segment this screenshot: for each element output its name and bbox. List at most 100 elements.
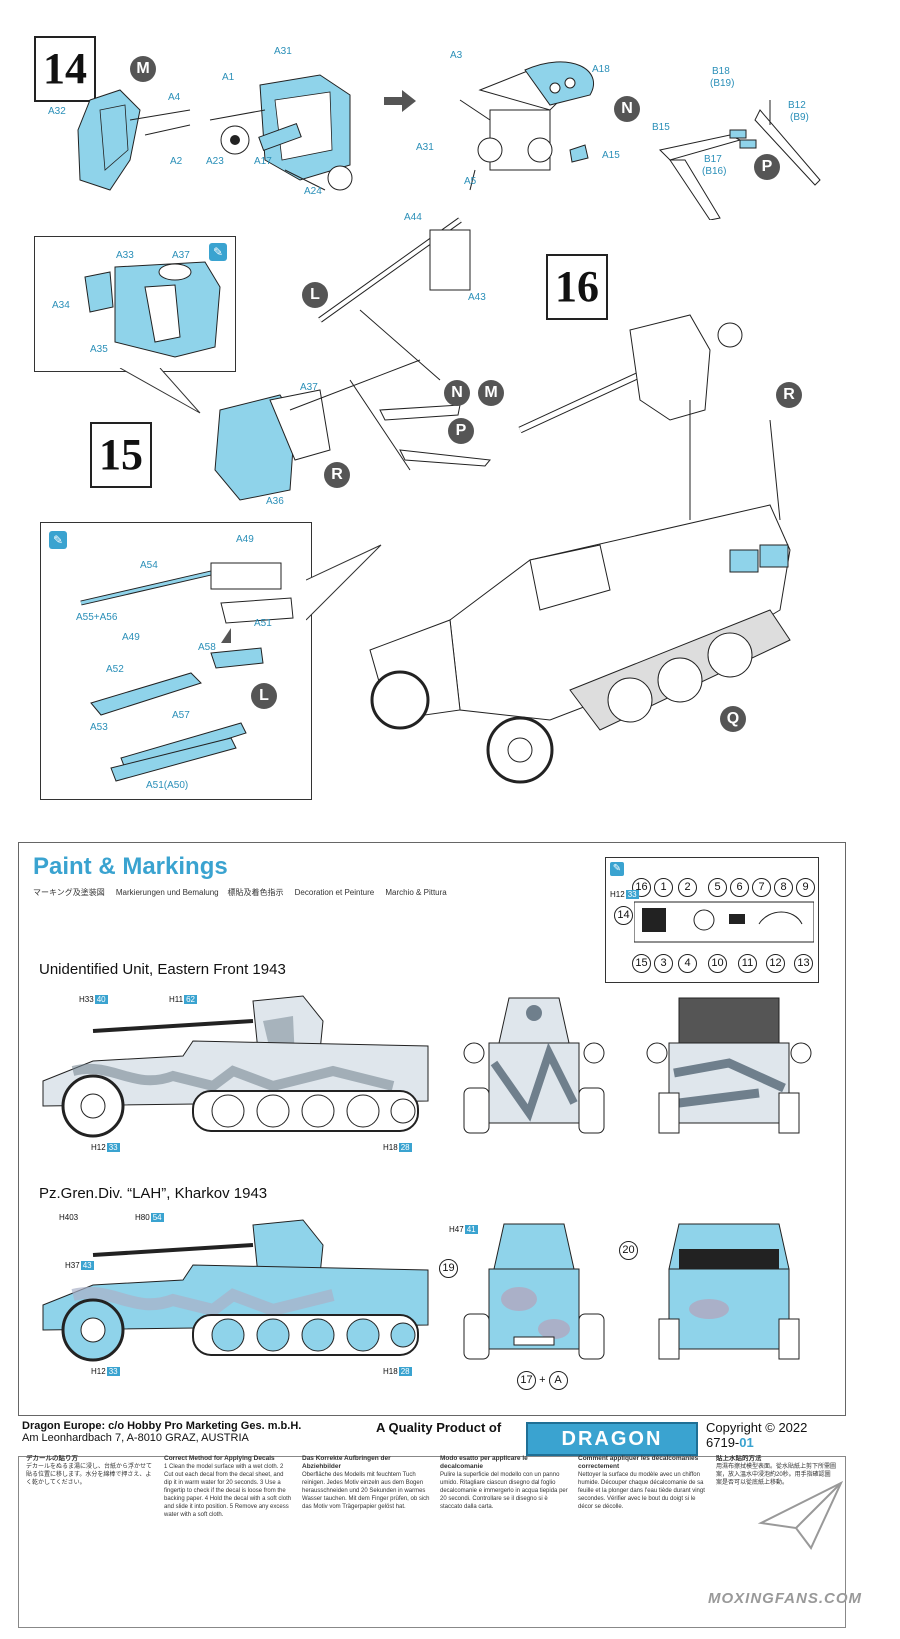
- paper-plane-icon: [757, 1480, 844, 1550]
- instruction-it: Modo esatto per applicare le decalcomani…: [440, 1455, 568, 1621]
- label-A53: A53: [90, 722, 108, 733]
- decal-7: 7: [752, 878, 771, 897]
- instruction-de-body: Oberfläche des Modells mit feuchtem Tuch…: [302, 1472, 430, 1510]
- copyright: Copyright © 2022 6719-01: [706, 1420, 807, 1450]
- label-A15: A15: [602, 150, 620, 161]
- europe-address: Dragon Europe: c/o Hobby Pro Marketing G…: [22, 1420, 301, 1444]
- label-A37b: A37: [300, 382, 318, 393]
- label-B17: B17: [704, 154, 722, 165]
- instruction-it-body: Pulire la superficie del modello con un …: [440, 1472, 568, 1510]
- scheme-2-rear-view: [658, 1223, 800, 1360]
- subtitle-cn: 標貼及着色指示: [227, 888, 284, 897]
- decal-13: 13: [794, 954, 813, 973]
- subtitle-de: Markierungen und Bemalung: [115, 888, 219, 897]
- label-A36: A36: [266, 496, 284, 507]
- label-A44: A44: [404, 212, 422, 223]
- decal-2: 2: [678, 878, 697, 897]
- watermark-text: MOXINGFANS.COM: [708, 1590, 863, 1607]
- label-A3: A3: [450, 50, 463, 61]
- label-A52: A52: [106, 664, 124, 675]
- decal-11: 11: [738, 954, 757, 973]
- label-A4: A4: [168, 92, 181, 103]
- label-A58: A58: [198, 642, 216, 653]
- label-A49: A49: [236, 534, 254, 545]
- instruction-en: Correct Method for Applying Decals 1 Cle…: [164, 1455, 292, 1621]
- label-A24: A24: [304, 186, 322, 197]
- step-15-callout-panel: ✎: [34, 236, 236, 372]
- step-15-diagram: [214, 217, 491, 501]
- decal-5: 5: [708, 878, 727, 897]
- subtitle-jp: マーキング及塗装図: [33, 888, 105, 897]
- label-A17: A17: [254, 156, 272, 167]
- label-B9: (B9): [790, 112, 809, 123]
- paint-markings-panel: Paint & Markings マーキング及塗装図 Markierungen …: [18, 842, 846, 1416]
- decal-20-callout: 20: [619, 1241, 638, 1260]
- subassembly-p-marker: P: [754, 154, 780, 180]
- instruction-fr: Comment appliquer les décalcomanies corr…: [578, 1455, 706, 1621]
- scheme-2-side-view: [42, 1219, 429, 1362]
- label-B19: (B19): [710, 78, 735, 89]
- decal-4: 4: [678, 954, 697, 973]
- label-A32: A32: [48, 106, 66, 117]
- step-14-p-diagram: [658, 100, 821, 220]
- scheme-1-front-view: [463, 997, 605, 1134]
- paint-title: Paint & Markings: [33, 853, 228, 880]
- instruction-en-head: Correct Method for Applying Decals: [164, 1455, 275, 1462]
- subassembly-n-marker-2: N: [444, 380, 470, 406]
- plate-callout: 17 + A: [517, 1371, 568, 1390]
- instruction-cn-head: 貼上水貼的方法: [716, 1455, 762, 1462]
- quality-text: A Quality Product of: [376, 1420, 502, 1435]
- label-A49b: A49: [122, 632, 140, 643]
- step-16-diagram: [369, 314, 791, 784]
- label-A18: A18: [592, 64, 610, 75]
- label-A31b: A31: [416, 142, 434, 153]
- instruction-fr-head: Comment appliquer les décalcomanies corr…: [578, 1455, 699, 1470]
- subassembly-r-marker: R: [324, 462, 350, 488]
- scheme-1-side-view: [42, 995, 429, 1138]
- dragon-logo: DRAGON: [526, 1422, 698, 1456]
- label-B18: B18: [712, 66, 730, 77]
- dashboard-diagram: [634, 901, 814, 943]
- instruction-de: Das Korrekte Aufbringen der Abziehbilder…: [302, 1455, 430, 1621]
- arrow-right-icon: [384, 90, 416, 112]
- step-14-diagram: [77, 74, 353, 191]
- instruction-jp-head: デカールの貼り方: [26, 1455, 78, 1462]
- step-15-callout-diagram: [84, 261, 221, 358]
- label-A51: A51: [254, 618, 272, 629]
- step-15-number: 15: [90, 422, 152, 488]
- label-B12: B12: [788, 100, 806, 111]
- plus-sign: +: [539, 1374, 546, 1386]
- decal-instructions-strip: [18, 1456, 846, 1628]
- instruction-cn-body: 用濕布擦拭模型表面。從水貼紙上剪下所需圖案，放入溫水中浸泡約20秒。用手指確認圖…: [716, 1464, 836, 1486]
- instruction-de-head: Das Korrekte Aufbringen der Abziehbilder: [302, 1455, 391, 1470]
- scheme-2-front-view: [463, 1223, 605, 1360]
- label-A43: A43: [468, 292, 486, 303]
- subassembly-m-marker: M: [130, 56, 156, 82]
- europe-line-2: Am Leonhardbach 7, A-8010 GRAZ, AUSTRIA: [22, 1432, 249, 1444]
- instruction-cn: 貼上水貼的方法 用濕布擦拭模型表面。從水貼紙上剪下所需圖案，放入溫水中浸泡約20…: [716, 1455, 836, 1621]
- scheme-1-caption: Unidentified Unit, Eastern Front 1943: [39, 961, 286, 978]
- assembly-section: 14 M A31 A1 A32 A4 A2 A23 A17 A24: [34, 36, 821, 800]
- scheme-2-caption: Pz.Gren.Div. “LAH”, Kharkov 1943: [39, 1185, 268, 1202]
- label-A54: A54: [140, 560, 158, 571]
- step-14-result-diagram: [459, 61, 594, 191]
- label-A37: A37: [172, 250, 190, 261]
- gun-l-diagram: [80, 562, 294, 782]
- paint-brush-icon-3: ✎: [610, 862, 624, 876]
- label-A55A56: A55+A56: [76, 612, 118, 623]
- label-A57: A57: [172, 710, 190, 721]
- footer: Dragon Europe: c/o Hobby Pro Marketing G…: [18, 1418, 844, 1456]
- gun-l-callout-panel: ✎ L: [40, 522, 312, 800]
- instruction-en-body: 1 Clean the model surface with a wet clo…: [164, 1464, 292, 1518]
- subassembly-q-marker: Q: [720, 706, 746, 732]
- decal-14: 14: [614, 906, 633, 925]
- decal-6: 6: [730, 878, 749, 897]
